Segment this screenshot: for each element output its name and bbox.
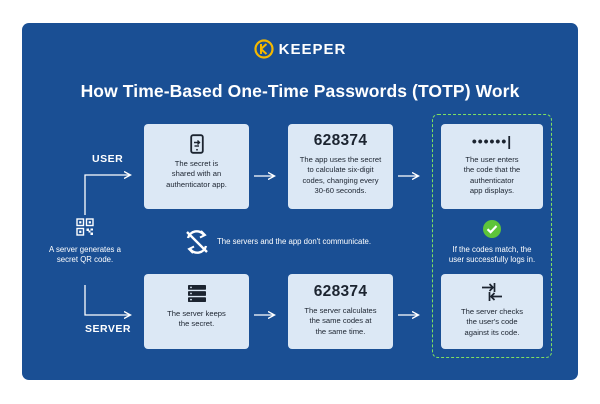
phone-icon [189, 134, 204, 154]
server-step-3-card: The server checks the user's code agains… [441, 274, 543, 349]
server-step-3-line-3: against its code. [464, 327, 520, 337]
server-step-2-card: 628374 The server calculates the same co… [288, 274, 393, 349]
user-step-3-line-3: authenticator [470, 175, 514, 185]
user-step-3-line-1: The user enters [465, 155, 519, 164]
user-step-1-card: The secret is shared with an authenticat… [144, 124, 249, 209]
server-step-2-line-1: The server calculates [304, 306, 377, 315]
no-sync-icon [186, 230, 208, 254]
connector-lines [84, 23, 578, 380]
server-note-line-1: A server generates a [49, 245, 121, 254]
server-step-2-line-2: the same codes at [309, 316, 372, 326]
brand-name: KEEPER [278, 40, 347, 58]
branch-server-arrow [84, 285, 130, 315]
user-step-1-line-2: shared with an [171, 169, 222, 179]
page-title: How Time-Based One-Time Passwords (TOTP)… [80, 81, 520, 101]
user-step-1-line-3: authenticator app. [166, 179, 227, 189]
server-code: 628374 [313, 283, 368, 300]
server-label: SERVER [85, 323, 131, 335]
server-step-1-card: The server keeps the secret. [144, 274, 249, 349]
server-note-line-2: secret QR code. [56, 255, 114, 265]
keeper-logo-icon [254, 39, 274, 59]
user-step-2-line-2: to calculate six-digit [307, 165, 374, 175]
qr-code-icon [76, 218, 94, 236]
server-step-1-line-1: The server keeps [167, 309, 226, 318]
server-note: A server generates a secret QR code. [25, 245, 145, 265]
user-code: 628374 [313, 132, 368, 149]
compare-icon [482, 283, 502, 301]
branch-user-arrow [84, 175, 130, 215]
brand-logo: KEEPER [22, 37, 578, 61]
user-step-1-line-1: The secret is [174, 159, 219, 168]
user-label: USER [92, 153, 124, 165]
match-note: If the codes match, the user successfull… [427, 245, 557, 265]
server-icon [187, 285, 206, 302]
middle-note: The servers and the app don't communicat… [217, 237, 372, 246]
server-step-3-line-1: The server checks [460, 307, 524, 316]
server-step-3-line-2: the user's code [466, 317, 518, 327]
match-note-line-2: user successfully logs in. [448, 255, 536, 265]
user-step-2-card: 628374 The app uses the secret to calcul… [288, 124, 393, 209]
diagram-panel: KEEPER How Time-Based One-Time Passwords… [22, 23, 578, 380]
server-step-1-line-2: the secret. [178, 319, 215, 329]
user-step-2-line-3: codes, changing every [302, 175, 379, 185]
match-note-line-1: If the codes match, the [452, 245, 532, 254]
password-dots: ••••••| [471, 133, 513, 149]
user-step-3-line-4: app displays. [469, 186, 515, 196]
user-step-3-line-2: the code that the [463, 165, 521, 175]
check-circle-icon [483, 220, 501, 238]
user-step-3-card: ••••••| The user enters the code that th… [441, 124, 543, 209]
user-step-2-line-4: 30-60 seconds. [314, 186, 367, 196]
server-step-2-line-3: the same time. [315, 326, 366, 336]
user-step-2-line-1: The app uses the secret [299, 155, 382, 164]
verification-group [432, 114, 552, 358]
